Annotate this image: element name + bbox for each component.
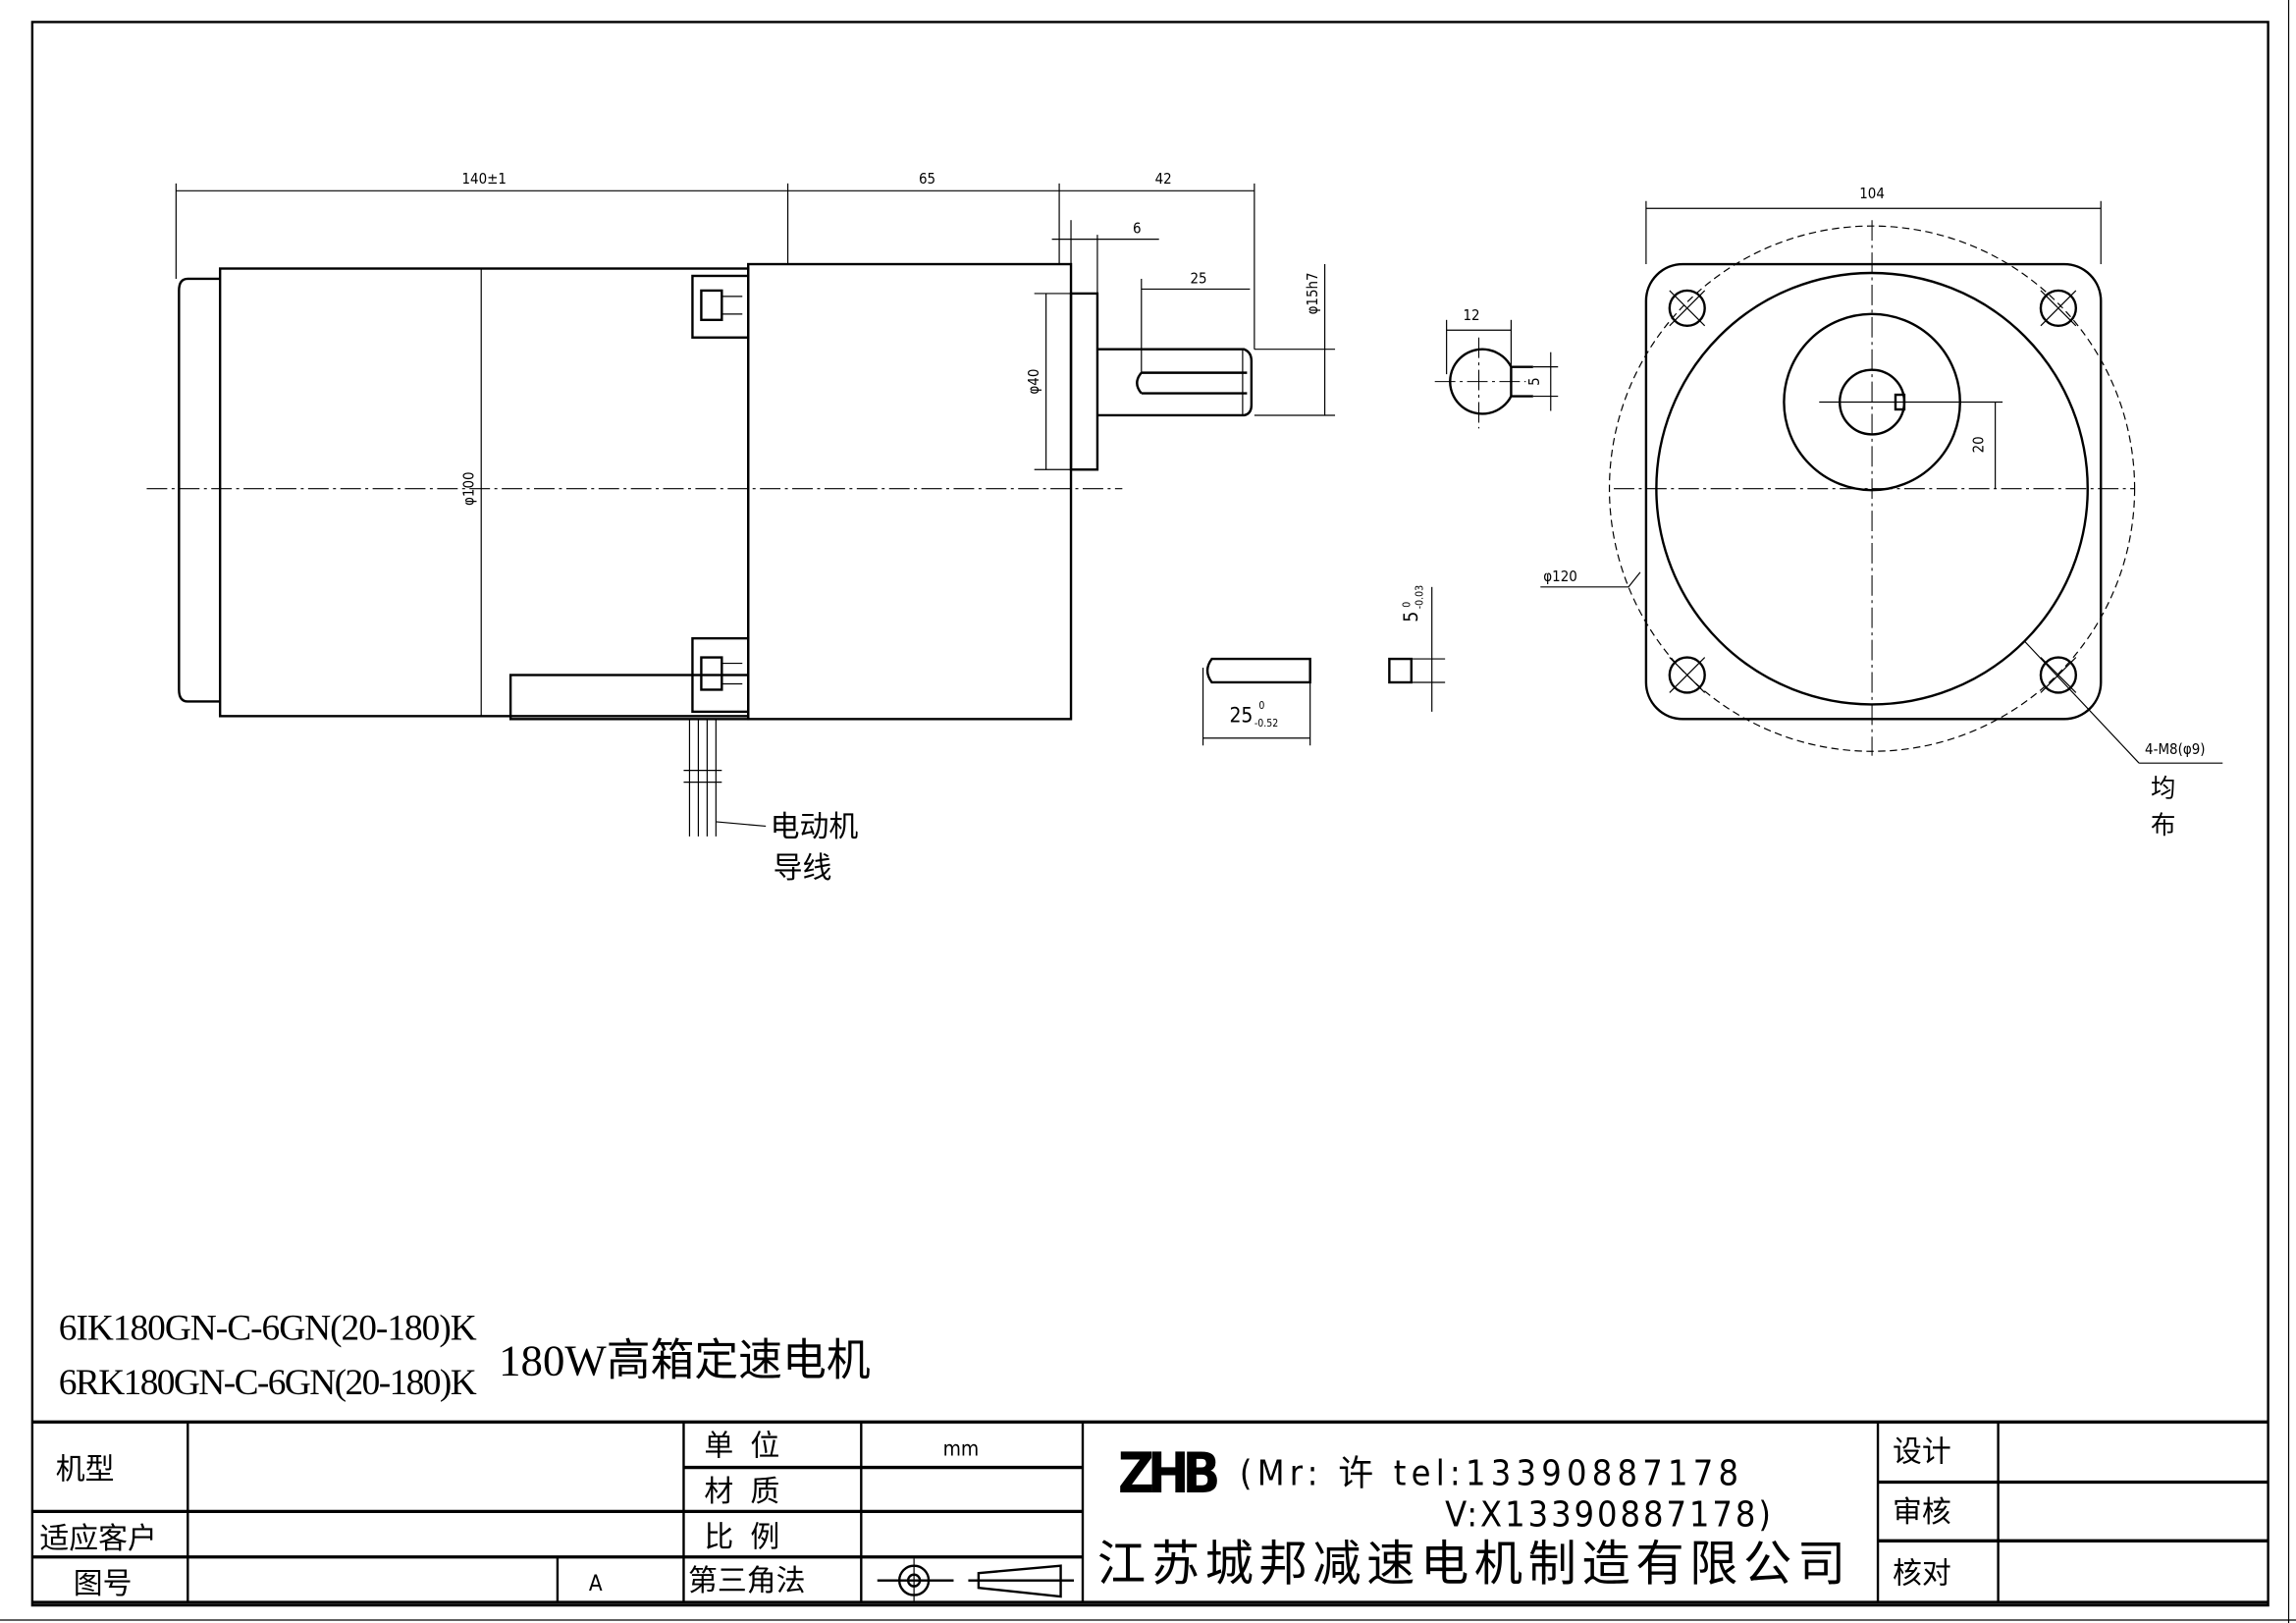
model-2: 6RK180GN-C-6GN(20-180)K (59, 1363, 477, 1403)
key-end (1388, 657, 1413, 684)
dim-key-length-tol-upper: 0 (1258, 700, 1264, 712)
dim-square-size: 104 (1859, 185, 1885, 202)
lead-wires (683, 719, 767, 837)
dim-key-length: 25 (1229, 703, 1253, 727)
unit-label: 单 位 (704, 1430, 779, 1464)
dim-bolt-circle: φ120 (1543, 568, 1577, 585)
projection-label: 第三角法 (688, 1564, 806, 1598)
flange (1069, 292, 1099, 471)
side-view: 电动机 导线 140±1 65 42 6 25 φ15h7 φ40 φ100 (146, 170, 1336, 886)
contact-line-2: V:X13390887178) (1445, 1494, 1771, 1535)
dim-shaft-diameter: φ15h7 (1304, 272, 1321, 314)
dim-flange-thickness: 6 (1133, 220, 1142, 238)
keyway (1136, 371, 1248, 395)
end-cap (178, 277, 221, 703)
key-views: 25 0 -0.52 5 0 -0.03 (1201, 585, 1446, 746)
drawing-no-label: 图号 (74, 1567, 133, 1601)
dim-motor-diameter: φ100 (460, 471, 478, 506)
dim-shaft-length: 42 (1155, 170, 1172, 188)
contact-line-1: (Mr: 许 tel:13390887178 (1240, 1454, 1738, 1494)
brand: ZHB (1118, 1441, 1221, 1506)
dim-key-width-tol-upper: 0 (1401, 602, 1413, 608)
model-1: 6IK180GN-C-6GN(20-180)K (59, 1309, 477, 1349)
design-label: 设计 (1893, 1435, 1951, 1470)
review-label: 审核 (1893, 1495, 1951, 1530)
mounting-flange (1644, 262, 2103, 721)
customer-label: 适应客户 (39, 1522, 157, 1556)
unit-value: mm (943, 1437, 980, 1461)
drawing-frame (30, 21, 2269, 1607)
output-shaft (1096, 348, 1254, 417)
dimension-lines (175, 183, 1336, 717)
dim-mounting-holes: 4-M8(φ9) (2145, 740, 2205, 758)
drawing-title: 180W高箱定速电机 (499, 1335, 871, 1384)
holes-note-2: 布 (2151, 810, 2175, 839)
dim-flange-diameter: φ40 (1025, 369, 1042, 395)
holes-note-1: 均 (2151, 774, 2175, 803)
connector-top (691, 274, 750, 339)
lead-label-2: 导线 (774, 851, 832, 886)
material-label: 材 质 (704, 1475, 779, 1509)
cable-conduit (508, 674, 750, 721)
mounting-holes (1668, 289, 2078, 694)
third-angle-projection-icon (877, 1558, 1075, 1603)
motor-body (218, 267, 750, 718)
dim-keyway-width: 5 (1525, 377, 1543, 386)
revision-value: A (589, 1571, 603, 1596)
dim-key-width-tol-lower: -0.03 (1415, 585, 1426, 609)
dim-shaft-offset: 20 (1970, 436, 1988, 453)
gearbox (747, 262, 1073, 721)
company-name: 江苏城邦减速电机制造有限公司 (1097, 1538, 1845, 1592)
dim-section-width: 12 (1463, 306, 1479, 324)
machine-type-label: 机型 (56, 1453, 115, 1488)
dim-key-length-on-shaft: 25 (1191, 269, 1207, 287)
dim-gearbox-length: 65 (919, 170, 935, 188)
shaft-section-view: 12 5 (1434, 306, 1559, 429)
scale-label: 比 例 (704, 1520, 779, 1554)
check-label: 核对 (1893, 1557, 1951, 1592)
lead-label-1: 电动机 (771, 810, 859, 844)
front-view: 104 20 φ120 4-M8(φ9) 均 布 (1540, 185, 2223, 839)
dim-key-length-tol-lower: -0.52 (1255, 718, 1278, 730)
dim-overall-length: 140±1 (461, 170, 506, 188)
dim-key-width: 5 (1400, 612, 1422, 622)
key-side (1205, 657, 1311, 684)
title-block: 机型 适应客户 图号 A 单 位 mm 材 质 比 例 第三角法 ZHB (Mr… (31, 1420, 2269, 1604)
